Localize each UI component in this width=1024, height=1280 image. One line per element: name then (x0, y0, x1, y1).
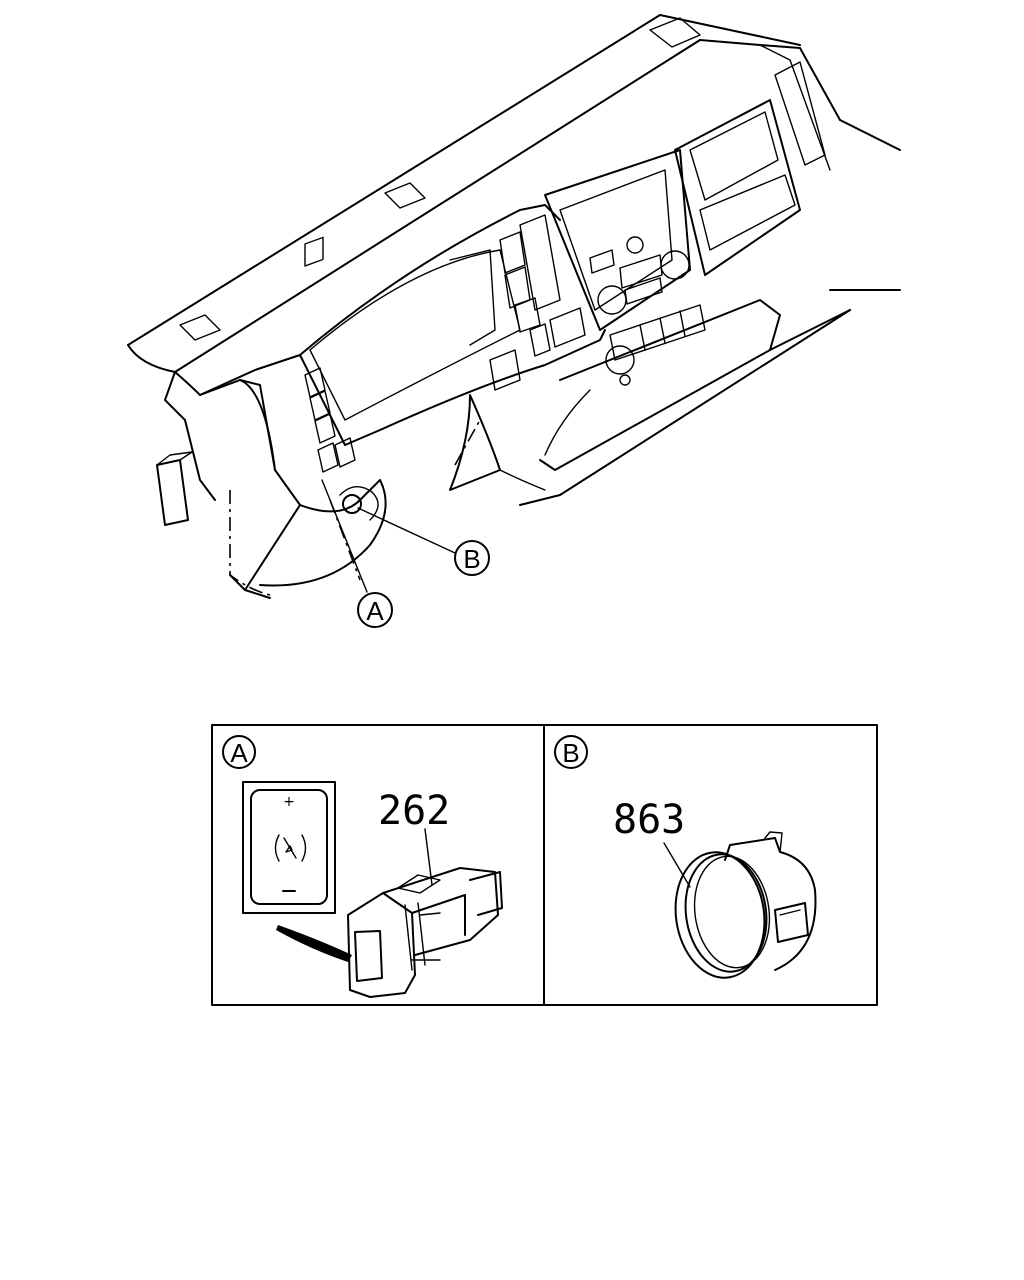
callout-leaders (321, 479, 456, 593)
callout-a: A (357, 592, 393, 628)
callout-a-label: A (366, 596, 384, 626)
svg-text:+: + (283, 794, 295, 810)
arrow-icon (276, 925, 352, 962)
center-stack (544, 61, 826, 331)
detail-panels-frame (211, 724, 878, 1006)
defroster-vent (384, 182, 426, 209)
rocker-switch (347, 867, 503, 998)
part-number-863: 863 (613, 797, 685, 843)
panel-a-letter: A (230, 738, 248, 768)
steering-column (449, 394, 501, 491)
switch-face-icon: + (242, 781, 336, 914)
instrument-cluster (309, 249, 521, 421)
center-switch-bank (489, 214, 586, 391)
defroster-vent (179, 314, 221, 341)
panel-b-letter: B (562, 738, 579, 768)
detail-panel-a: A + 262 (222, 735, 503, 998)
callout-b-label: B (463, 544, 480, 574)
dashboard-illustration (127, 14, 901, 599)
plug-location (342, 494, 362, 514)
part-number-262: 262 (378, 788, 450, 834)
left-switch-bank (304, 236, 356, 473)
detail-panel-b: B 863 (554, 735, 817, 979)
callout-b: B (454, 540, 490, 576)
defroster-vent (649, 17, 701, 48)
round-plug (674, 831, 817, 979)
